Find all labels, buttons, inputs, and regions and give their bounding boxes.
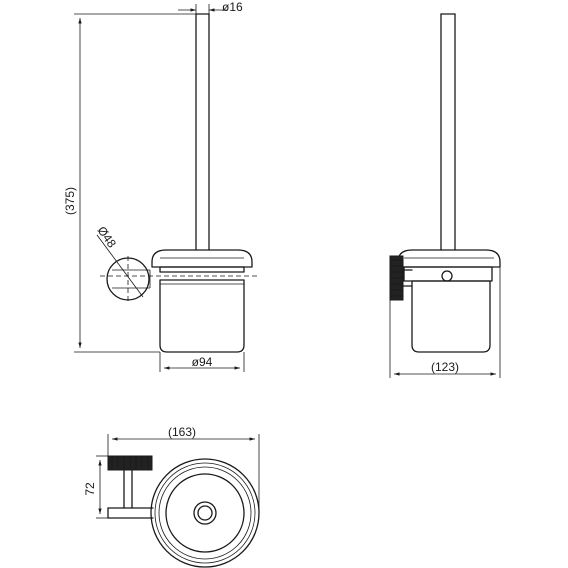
front-view <box>100 13 258 353</box>
plan-rim-3 <box>158 466 252 560</box>
plan-dimensions: (163) 72 <box>83 425 260 519</box>
cup-collar <box>159 266 245 273</box>
plan-rim-2 <box>154 462 256 564</box>
side-dimensions: (123) <box>389 267 501 378</box>
dim-total-height-label: (375) <box>63 187 77 215</box>
side-collar <box>403 266 493 282</box>
side-screw <box>441 270 453 282</box>
plan-view <box>107 455 260 568</box>
glass-cup <box>159 279 245 353</box>
dim-plan-depth-label: 72 <box>83 482 97 496</box>
side-knob-knurling <box>390 259 403 297</box>
dim-mount-leader <box>96 234 144 298</box>
side-glass-cup <box>411 280 491 353</box>
front-dimensions: ø16 (375) Ø48 ø94 <box>63 0 245 372</box>
dim-plan-width-label: (163) <box>168 425 196 439</box>
plan-rod-hole <box>197 505 213 521</box>
plan-lid-face <box>165 473 245 553</box>
dim-side-depth-label: (123) <box>431 360 459 374</box>
plan-rod-ring <box>193 501 217 525</box>
side-view <box>389 13 501 353</box>
dim-cup-diameter-label: ø94 <box>192 355 213 369</box>
dim-rod-diameter-label: ø16 <box>222 0 243 14</box>
plan-knob-knurling <box>111 456 149 470</box>
plan-outer-rim <box>150 458 260 568</box>
brush-lid <box>151 249 253 268</box>
side-lid <box>397 249 501 268</box>
